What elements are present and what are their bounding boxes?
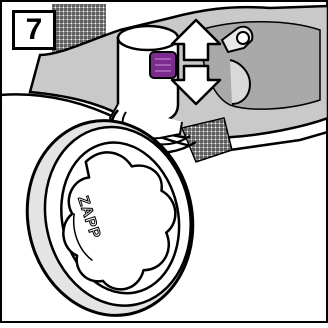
step-badge: 7 <box>12 10 56 50</box>
bolt-head <box>237 32 249 44</box>
frame-shadow <box>200 22 320 109</box>
stem-top <box>118 26 178 50</box>
step-number: 7 <box>26 15 43 45</box>
